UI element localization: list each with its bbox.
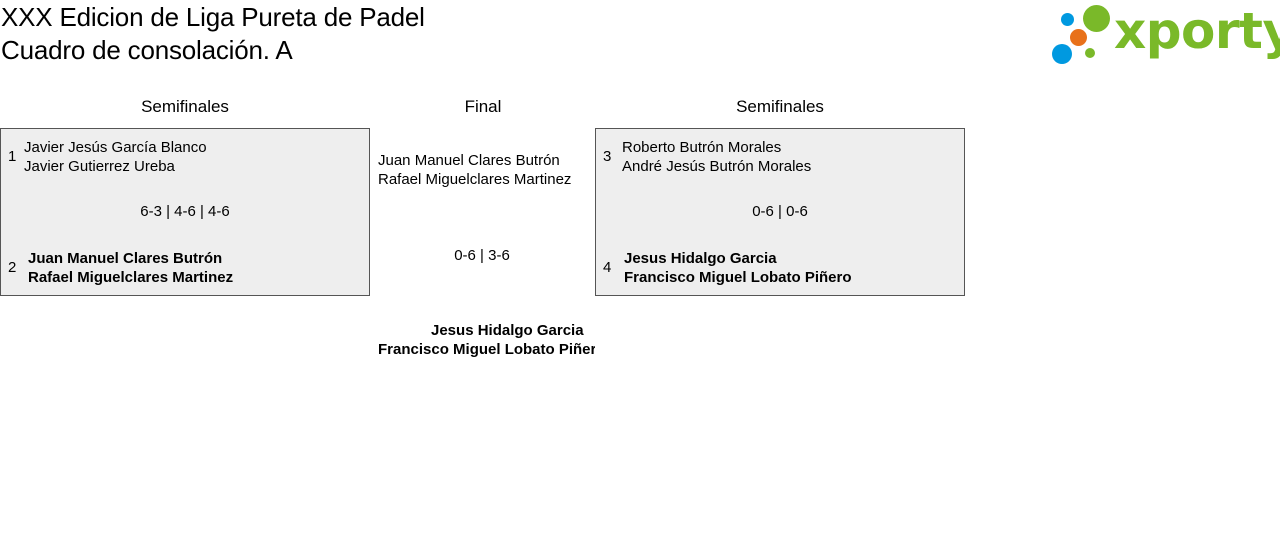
- player-name: André Jesús Butrón Morales: [622, 158, 812, 175]
- logo-dot-orange: [1070, 29, 1087, 46]
- player-name: Jesus Hidalgo Garcia: [624, 250, 777, 267]
- semifinal-left-match: 1 Javier Jesús García Blanco Javier Guti…: [0, 128, 370, 296]
- logo-wordmark: xporty: [1114, 2, 1280, 60]
- logo-dot-green-large: [1083, 5, 1110, 32]
- team-pair-2-winner: Juan Manuel Clares Butrón Rafael Miguelc…: [28, 249, 233, 287]
- player-name: Jesus Hidalgo Garcia: [431, 322, 584, 339]
- title-line-1: XXX Edicion de Liga Pureta de Padel: [1, 2, 425, 32]
- logo-dot-blue-small: [1061, 13, 1074, 26]
- player-name: Francisco Miguel Lobato Piñero: [378, 341, 595, 358]
- match-score: 6-3 | 4-6 | 4-6: [140, 203, 230, 220]
- seed-number: 2: [8, 259, 17, 276]
- player-name: Francisco Miguel Lobato Piñero: [624, 269, 852, 286]
- player-name: Rafael Miguelclares Martinez: [28, 269, 234, 286]
- match-score: 0-6 | 0-6: [752, 203, 808, 220]
- xporty-logo: xporty: [1052, 2, 1280, 67]
- final-score: 0-6 | 3-6: [454, 247, 510, 264]
- team-pair-1: Javier Jesús García Blanco Javier Gutier…: [24, 138, 207, 176]
- page-title: XXX Edicion de Liga Pureta de Padel Cuad…: [1, 1, 425, 67]
- seed-number: 3: [603, 148, 612, 165]
- player-name: Javier Gutierrez Ureba: [24, 158, 175, 175]
- round-title-right: Semifinales: [736, 97, 824, 116]
- final-team-1: Juan Manuel Clares Butrón Rafael Miguelc…: [378, 151, 595, 189]
- round-title-left: Semifinales: [141, 97, 229, 116]
- player-name: Roberto Butrón Morales: [622, 139, 782, 156]
- player-name: Javier Jesús García Blanco: [24, 139, 207, 156]
- final-team-2-winner: Jesus Hidalgo Garcia Francisco Miguel Lo…: [378, 321, 595, 359]
- logo-dot-blue-large: [1052, 44, 1072, 64]
- player-name: Juan Manuel Clares Butrón: [28, 250, 223, 267]
- seed-number: 1: [8, 148, 17, 165]
- round-title-final: Final: [464, 97, 502, 116]
- team-pair-3: Roberto Butrón Morales André Jesús Butró…: [622, 138, 811, 176]
- title-line-2: Cuadro de consolación. A: [1, 35, 293, 65]
- player-name: Juan Manuel Clares Butrón: [378, 152, 560, 169]
- seed-number: 4: [603, 259, 612, 276]
- logo-dot-green-small: [1085, 48, 1095, 58]
- team-pair-4-winner: Jesus Hidalgo Garcia Francisco Miguel Lo…: [624, 249, 852, 287]
- semifinal-right-match: 3 Roberto Butrón Morales André Jesús But…: [595, 128, 965, 296]
- player-name: Rafael Miguelclares Martinez: [378, 171, 572, 188]
